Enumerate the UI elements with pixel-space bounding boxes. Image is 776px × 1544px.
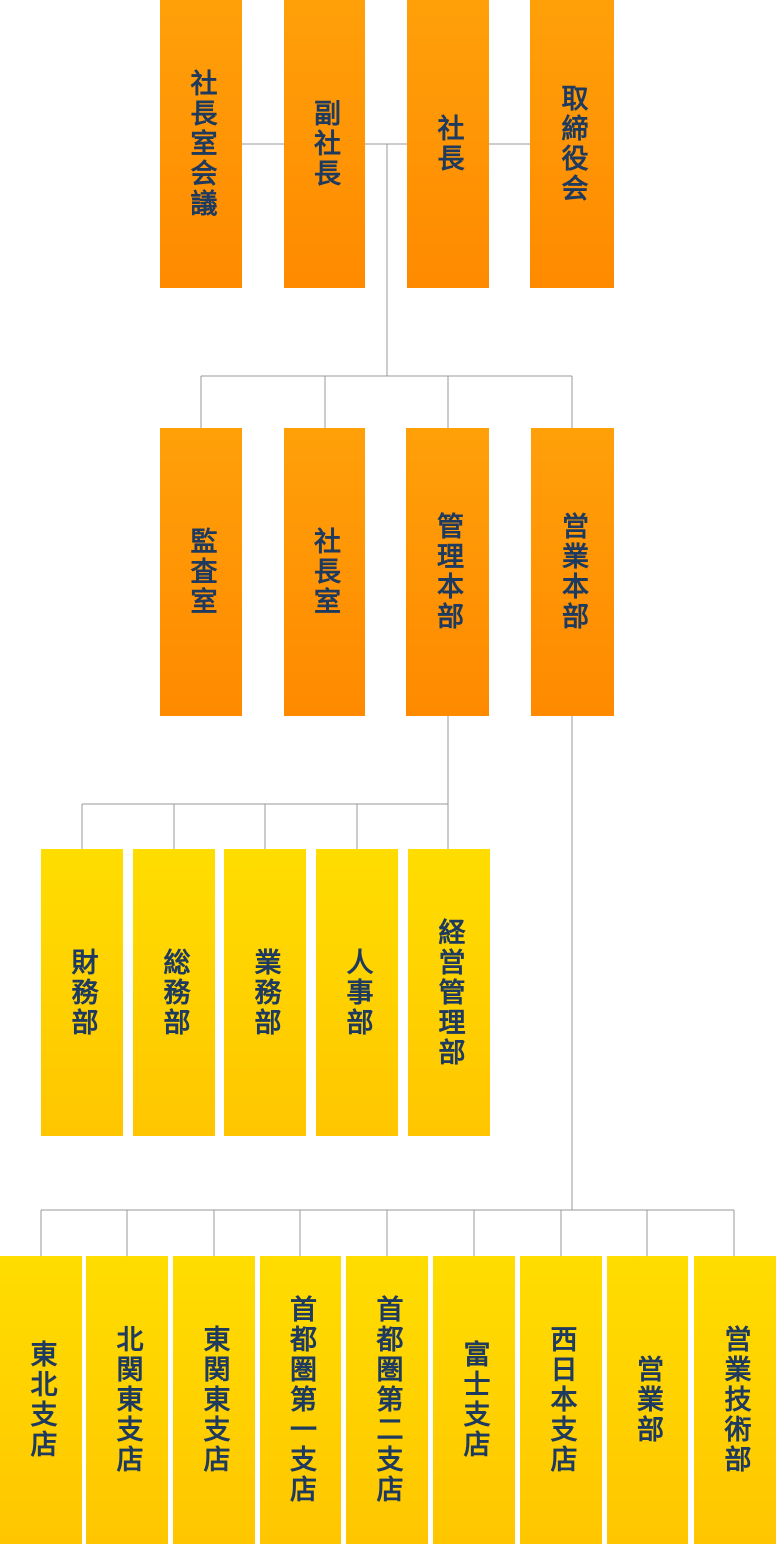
- box-label: 取締役会: [556, 84, 588, 204]
- box-sales-dept: 営業部: [607, 1256, 688, 1544]
- box-label: 東北支店: [25, 1340, 57, 1460]
- box-vice-president: 副社長: [284, 0, 365, 288]
- box-president-office-meeting: 社長室会議: [160, 0, 242, 288]
- box-label: 監査室: [185, 527, 217, 617]
- box-label: 首都圏第一支店: [285, 1295, 316, 1505]
- box-label: 社長: [432, 114, 464, 174]
- box-label: 経営管理部: [433, 917, 465, 1068]
- box-president: 社長: [407, 0, 489, 288]
- box-label: 人事部: [341, 947, 373, 1038]
- box-president-office: 社長室: [284, 428, 365, 716]
- box-label: 財務部: [66, 947, 98, 1038]
- box-finance-dept: 財務部: [41, 849, 123, 1136]
- box-management-dept: 経営管理部: [408, 849, 490, 1136]
- box-label: 業務部: [249, 947, 281, 1038]
- box-higashi-kanto-branch: 東関東支店: [173, 1256, 255, 1544]
- box-sales-hq: 営業本部: [531, 428, 614, 716]
- box-label: 管理本部: [432, 512, 463, 632]
- box-label: 営業技術部: [719, 1325, 751, 1475]
- box-sales-engineering-dept: 営業技術部: [694, 1256, 776, 1544]
- box-operations-dept: 業務部: [224, 849, 306, 1136]
- box-label: 首都圏第二支店: [371, 1295, 403, 1505]
- box-metro-first-branch: 首都圏第一支店: [260, 1256, 341, 1544]
- box-admin-hq: 管理本部: [406, 428, 489, 716]
- box-label: 北関東支店: [111, 1325, 143, 1475]
- box-label: 営業本部: [557, 512, 588, 632]
- box-label: 総務部: [158, 947, 190, 1038]
- box-tohoku-branch: 東北支店: [0, 1256, 82, 1544]
- box-fuji-branch: 富士支店: [433, 1256, 515, 1544]
- box-label: 社長室: [309, 527, 340, 617]
- box-metro-second-branch: 首都圏第二支店: [346, 1256, 428, 1544]
- box-label: 社長室会議: [185, 69, 217, 219]
- box-label: 西日本支店: [545, 1325, 577, 1475]
- box-audit-office: 監査室: [160, 428, 242, 716]
- box-label: 営業部: [632, 1355, 663, 1445]
- box-general-affairs-dept: 総務部: [133, 849, 215, 1136]
- box-board-of-directors: 取締役会: [530, 0, 614, 288]
- box-label: 東関東支店: [198, 1325, 230, 1475]
- box-hr-dept: 人事部: [316, 849, 398, 1136]
- box-label: 副社長: [309, 99, 340, 189]
- box-label: 富士支店: [458, 1340, 490, 1460]
- box-west-japan-branch: 西日本支店: [520, 1256, 602, 1544]
- box-kita-kanto-branch: 北関東支店: [86, 1256, 168, 1544]
